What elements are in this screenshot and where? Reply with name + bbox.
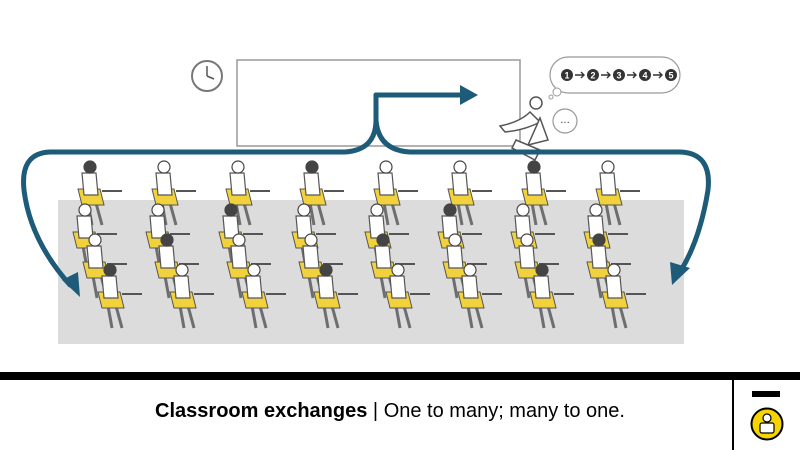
arrowhead-teacher [460, 85, 478, 105]
step-number: 5 [668, 71, 673, 81]
student [97, 263, 142, 329]
student [154, 233, 199, 299]
logo-bar [752, 391, 780, 397]
step-3: 3 [613, 69, 637, 81]
step-arrow-icon [653, 71, 663, 79]
step-arrow-icon [601, 71, 611, 79]
step-1: 1 [561, 69, 585, 81]
student [521, 160, 566, 226]
caption-title: Classroom exchanges [155, 400, 368, 422]
arrows [21, 92, 711, 288]
arrow-left [21, 92, 379, 288]
speech-bubble: ... [552, 108, 578, 134]
step-arrow-icon [627, 71, 637, 79]
student [169, 263, 214, 329]
step-number: 3 [616, 71, 621, 81]
student [299, 160, 344, 226]
student [529, 263, 574, 329]
logo-divider [732, 380, 734, 450]
student [385, 263, 430, 329]
clock-icon [191, 60, 223, 92]
caption-subtitle: One to many; many to one. [383, 400, 625, 422]
thought-bubble: 1 2 3 4 5 [548, 56, 681, 100]
step-2: 2 [587, 69, 611, 81]
step-4: 4 [639, 69, 663, 81]
student [442, 233, 487, 299]
student [595, 160, 640, 226]
arrow-right [373, 117, 711, 275]
step-5: 5 [665, 69, 677, 81]
caption-separator: | [367, 400, 384, 422]
student [447, 160, 492, 226]
step-number: 4 [642, 71, 647, 81]
student [373, 160, 418, 226]
arrowhead-left [62, 272, 80, 297]
student [241, 263, 286, 329]
teacher-logo-icon [750, 407, 784, 441]
caption: Classroom exchanges | One to many; many … [0, 400, 780, 423]
student [601, 263, 646, 329]
step-arrow-icon [575, 71, 585, 79]
student [225, 160, 270, 226]
arrowhead-right [670, 262, 690, 285]
student [313, 263, 358, 329]
students [72, 160, 646, 329]
student [151, 160, 196, 226]
step-number: 2 [590, 71, 595, 81]
speech-text: ... [560, 115, 570, 126]
caption-divider [0, 372, 800, 380]
student [298, 233, 343, 299]
step-number: 1 [564, 71, 569, 81]
student [457, 263, 502, 329]
classroom-illustration: 1 2 3 4 5 ... [21, 56, 711, 344]
